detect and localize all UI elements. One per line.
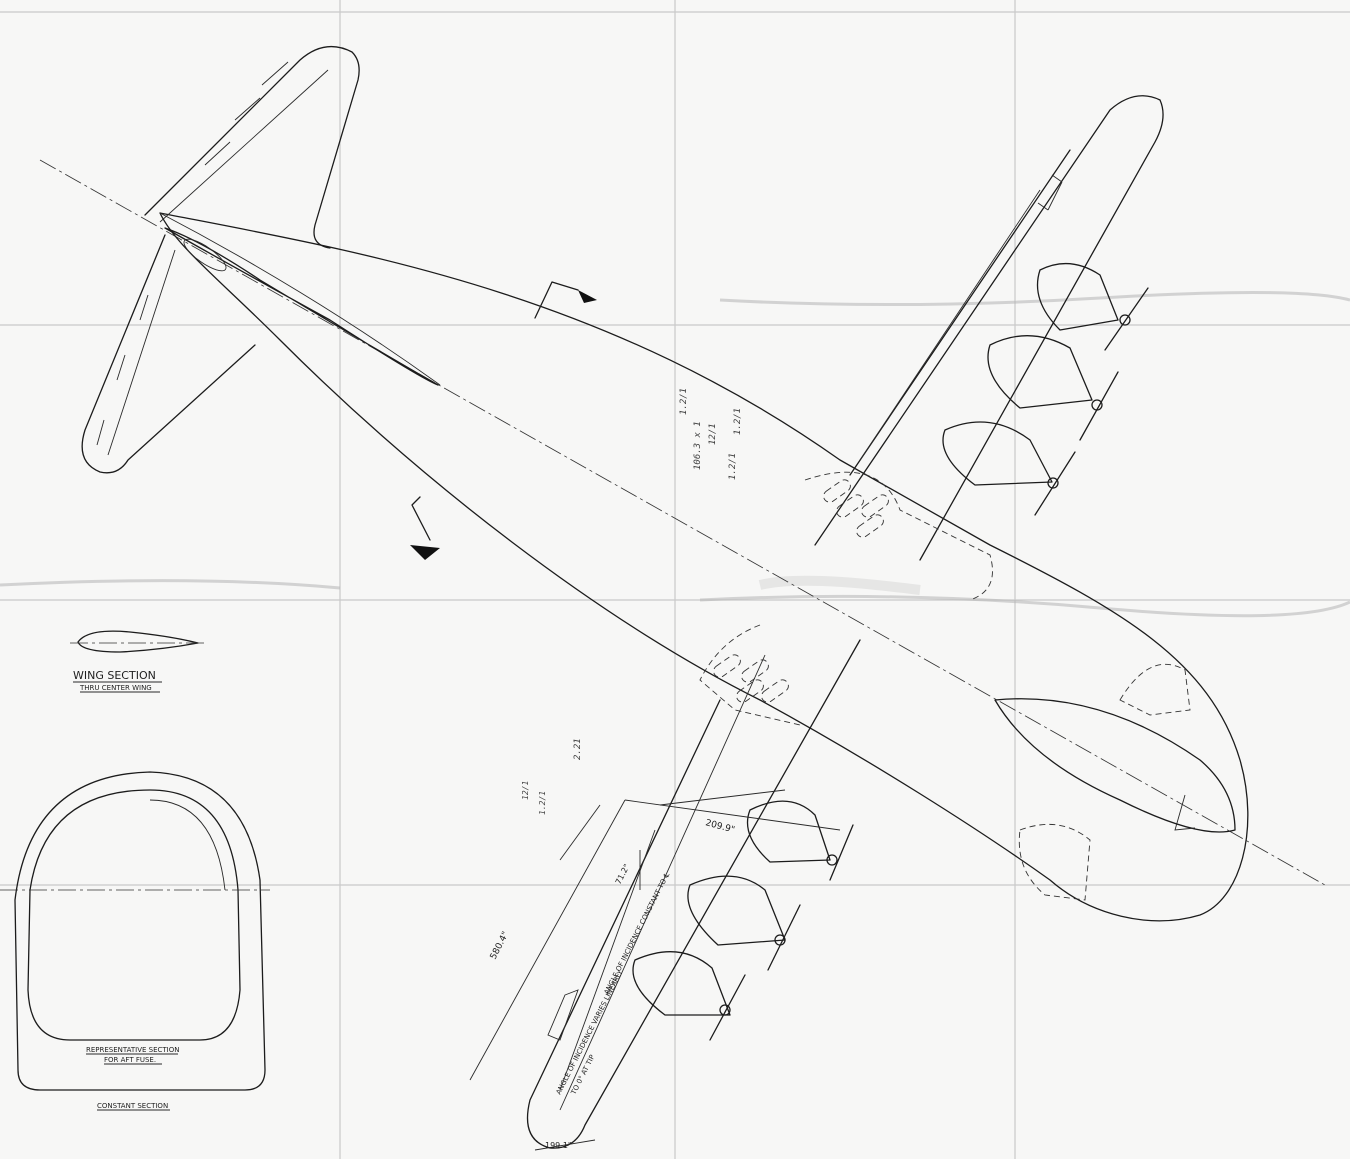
fuselage-outline [159, 212, 1249, 922]
nose-section [994, 663, 1236, 901]
wing-section-subtitle: THRU CENTER WING [79, 684, 152, 692]
right-wing [804, 95, 1164, 601]
svg-text:1.2/1: 1.2/1 [679, 388, 689, 415]
dim-span-outer: 580.4" [489, 930, 511, 961]
horizontal-stabilizer-lower [81, 234, 256, 474]
left-gear-bays [713, 654, 789, 703]
dimension-lines [469, 789, 841, 1151]
rep-section-line1: REPRESENTATIVE SECTION [86, 1046, 180, 1054]
svg-text:2.21: 2.21 [573, 738, 583, 760]
svg-text:12/1: 12/1 [521, 781, 530, 800]
incidence-note-c: ANGLE OF INCIDENCE CONSTANT TO ℄ [603, 871, 672, 996]
dim-inboard: 71.2" [614, 863, 632, 886]
tail-assembly [81, 45, 439, 474]
left-engine-nacelles [632, 800, 831, 1016]
left-propellers [709, 824, 854, 1041]
left-wing-outline [526, 639, 861, 1149]
wing-section-detail: WING SECTION THRU CENTER WING [70, 630, 205, 693]
right-wing-outline [814, 95, 1164, 561]
right-engine-nacelles [942, 262, 1119, 486]
fuselage-centerline [39, 159, 1326, 886]
right-propellers [1034, 287, 1149, 516]
paper-creases [0, 290, 1350, 618]
right-aileron [1037, 174, 1063, 211]
svg-text:1.2/1: 1.2/1 [733, 408, 743, 435]
constant-section-outline [14, 771, 266, 1091]
horizontal-stabilizer-upper [144, 45, 360, 249]
right-flap-line [859, 189, 1041, 461]
svg-text:1.2/1: 1.2/1 [728, 453, 738, 480]
section-cut-markers [410, 281, 597, 560]
dim-engine-spacing: 209.9" [704, 818, 735, 835]
fuselage-cross-section: REPRESENTATIVE SECTION FOR AFT FUSE. CON… [0, 771, 270, 1111]
left-aileron [547, 989, 579, 1041]
svg-text:1.2/1: 1.2/1 [538, 791, 547, 815]
fuselage-upper-fairing [159, 212, 441, 386]
wing-section-title: WING SECTION [73, 669, 156, 682]
pencil-notes: 1.2/1 12/1 1.2/1 106.3 x 1 1.2/1 2.21 12… [521, 388, 743, 815]
left-wing [526, 624, 861, 1149]
incidence-note-a: ANGLE OF INCIDENCE VARIES LINEARLY [555, 968, 625, 1095]
wing-airfoil-profile [77, 630, 199, 653]
fin-cap [183, 238, 227, 272]
aft-section-outline [27, 789, 241, 1041]
svg-text:12/1: 12/1 [708, 423, 718, 445]
vertical-fin [164, 227, 439, 386]
dim-tip-chord: 199.1" [545, 1141, 572, 1150]
constant-section-label: CONSTANT SECTION [97, 1102, 168, 1110]
left-wing-fillet [699, 624, 801, 726]
elevator-hinge-upper [159, 69, 329, 223]
rep-section-line2: FOR AFT FUSE. [104, 1056, 156, 1064]
trim-tabs [96, 61, 289, 446]
right-gear-bays [823, 479, 889, 538]
elevator-hinge-lower [107, 249, 176, 456]
svg-text:106.3 x 1: 106.3 x 1 [693, 421, 703, 470]
